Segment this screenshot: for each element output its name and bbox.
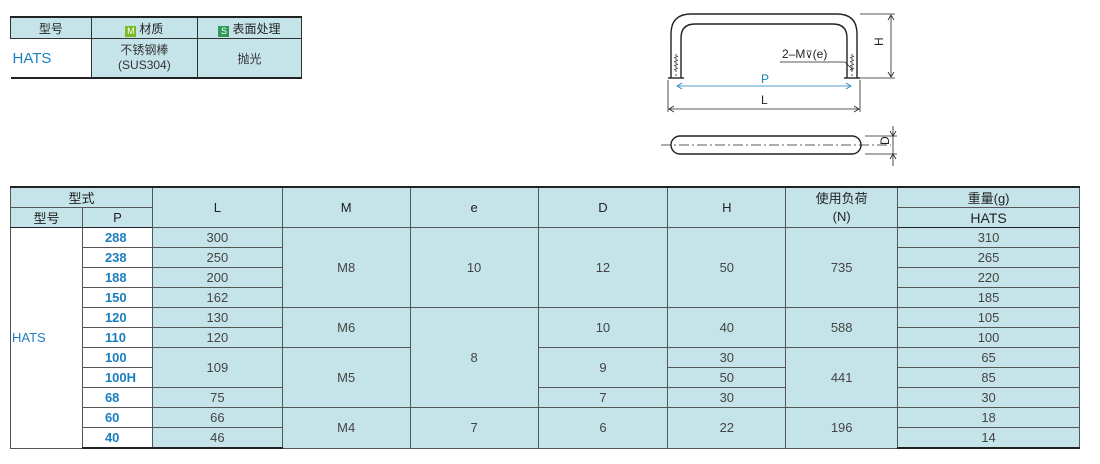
L-cell: 46 bbox=[151, 427, 283, 449]
P-header: P bbox=[81, 207, 153, 228]
weight-header: 重量(g) bbox=[897, 186, 1080, 208]
H-cell: 22 bbox=[667, 407, 787, 449]
weight-cell: 65 bbox=[897, 347, 1080, 368]
handle-front-view bbox=[668, 13, 860, 79]
M-cell: M6 bbox=[281, 307, 411, 348]
weight-sub-header: HATS bbox=[897, 207, 1080, 228]
table-row: 60 66 M4 7 6 22 196 18 bbox=[11, 407, 1080, 449]
D-cell: 9 bbox=[537, 347, 669, 388]
table-row: 68 75 7 30 30 bbox=[11, 387, 1080, 408]
load-header: 使用负荷(N) bbox=[785, 186, 899, 228]
surface-value: 抛光 bbox=[196, 38, 303, 79]
weight-cell: 100 bbox=[897, 327, 1080, 348]
load-cell: 196 bbox=[785, 407, 899, 449]
L-cell: 250 bbox=[151, 247, 283, 268]
M-cell: M5 bbox=[281, 347, 411, 408]
dim-L-label: L bbox=[761, 93, 768, 107]
material-value: 不锈钢棒(SUS304) bbox=[90, 38, 198, 79]
D-header: D bbox=[537, 186, 669, 228]
H-cell: 50 bbox=[667, 367, 787, 388]
thread-label: 2–M⊽(e) bbox=[782, 47, 827, 61]
P-cell: 110 bbox=[81, 327, 153, 348]
P-cell: 150 bbox=[81, 287, 153, 308]
weight-cell: 105 bbox=[897, 307, 1080, 328]
L-cell: 130 bbox=[151, 307, 283, 328]
P-cell: 68 bbox=[81, 387, 153, 408]
M-header: M bbox=[281, 186, 411, 228]
e-cell: 7 bbox=[409, 407, 539, 449]
model-col-header: 型号 bbox=[10, 207, 83, 228]
e-cell: 8 bbox=[409, 307, 539, 408]
model-cell: HATS bbox=[10, 227, 83, 449]
table-row: 238 250 265 bbox=[11, 247, 1080, 268]
L-cell: 300 bbox=[151, 227, 283, 248]
load-cell: 735 bbox=[785, 227, 899, 308]
model-header: 型号 bbox=[10, 16, 92, 39]
M-cell: M4 bbox=[281, 407, 411, 449]
L-cell: 162 bbox=[151, 287, 283, 308]
load-cell: 588 bbox=[785, 307, 899, 348]
weight-cell: 30 bbox=[897, 387, 1080, 408]
H-header: H bbox=[667, 186, 787, 228]
L-cell: 66 bbox=[151, 407, 283, 428]
table-row: 150 162 185 bbox=[11, 287, 1080, 308]
weight-cell: 14 bbox=[897, 427, 1080, 449]
model-code: HATS bbox=[10, 38, 92, 79]
L-cell: 120 bbox=[151, 327, 283, 348]
H-cell: 40 bbox=[667, 307, 787, 348]
weight-cell: 185 bbox=[897, 287, 1080, 308]
P-cell: 288 bbox=[81, 227, 153, 248]
e-header: e bbox=[409, 186, 539, 228]
L-cell: 109 bbox=[151, 347, 283, 388]
table-row: 120 130 M6 8 10 40 588 105 bbox=[11, 307, 1080, 408]
handle-drawing: 2–M⊽(e) H P L D bbox=[661, 13, 897, 166]
weight-cell: 18 bbox=[897, 407, 1080, 428]
P-cell: 100 bbox=[81, 347, 153, 368]
P-cell: 188 bbox=[81, 267, 153, 288]
L-header: L bbox=[151, 186, 283, 228]
P-cell: 238 bbox=[81, 247, 153, 268]
load-cell: 441 bbox=[785, 347, 899, 408]
table-row: 100 109 M5 9 30 441 65 bbox=[11, 347, 1080, 408]
table-row: HATS 288 300 M8 10 12 50 735 310 bbox=[10, 227, 1080, 449]
table-row: 110 120 100 bbox=[11, 327, 1080, 348]
D-cell: 7 bbox=[537, 387, 669, 408]
e-cell: 10 bbox=[409, 227, 539, 308]
dim-H-label: H bbox=[872, 37, 886, 46]
dim-P-label: P bbox=[761, 72, 769, 86]
M-cell: M8 bbox=[281, 227, 411, 308]
form-header: 型式 bbox=[10, 186, 153, 208]
H-cell: 50 bbox=[667, 227, 787, 308]
material-mark-icon: M bbox=[125, 25, 137, 37]
surface-mark-icon: S bbox=[218, 25, 230, 37]
H-cell: 30 bbox=[667, 387, 787, 408]
weight-cell: 85 bbox=[897, 367, 1080, 388]
table-row: 100H 50 85 bbox=[11, 367, 1080, 388]
weight-cell: 310 bbox=[897, 227, 1080, 248]
thread-marks bbox=[673, 54, 855, 78]
L-cell: 200 bbox=[151, 267, 283, 288]
table-row: 40 46 14 bbox=[11, 427, 1080, 449]
L-cell: 75 bbox=[151, 387, 283, 408]
P-cell: 100H bbox=[81, 367, 153, 388]
spec-table: 型式 L M e D H 使用负荷(N) 重量(g) 型号 P HATS HAT… bbox=[10, 186, 1080, 449]
D-cell: 12 bbox=[537, 227, 669, 308]
weight-cell: 265 bbox=[897, 247, 1080, 268]
P-cell: 120 bbox=[81, 307, 153, 328]
H-cell: 30 bbox=[667, 347, 787, 368]
P-cell: 60 bbox=[81, 407, 153, 428]
D-cell: 6 bbox=[537, 407, 669, 449]
D-cell: 10 bbox=[537, 307, 669, 348]
dim-D-label: D bbox=[878, 136, 892, 145]
weight-cell: 220 bbox=[897, 267, 1080, 288]
P-cell: 40 bbox=[81, 427, 153, 449]
